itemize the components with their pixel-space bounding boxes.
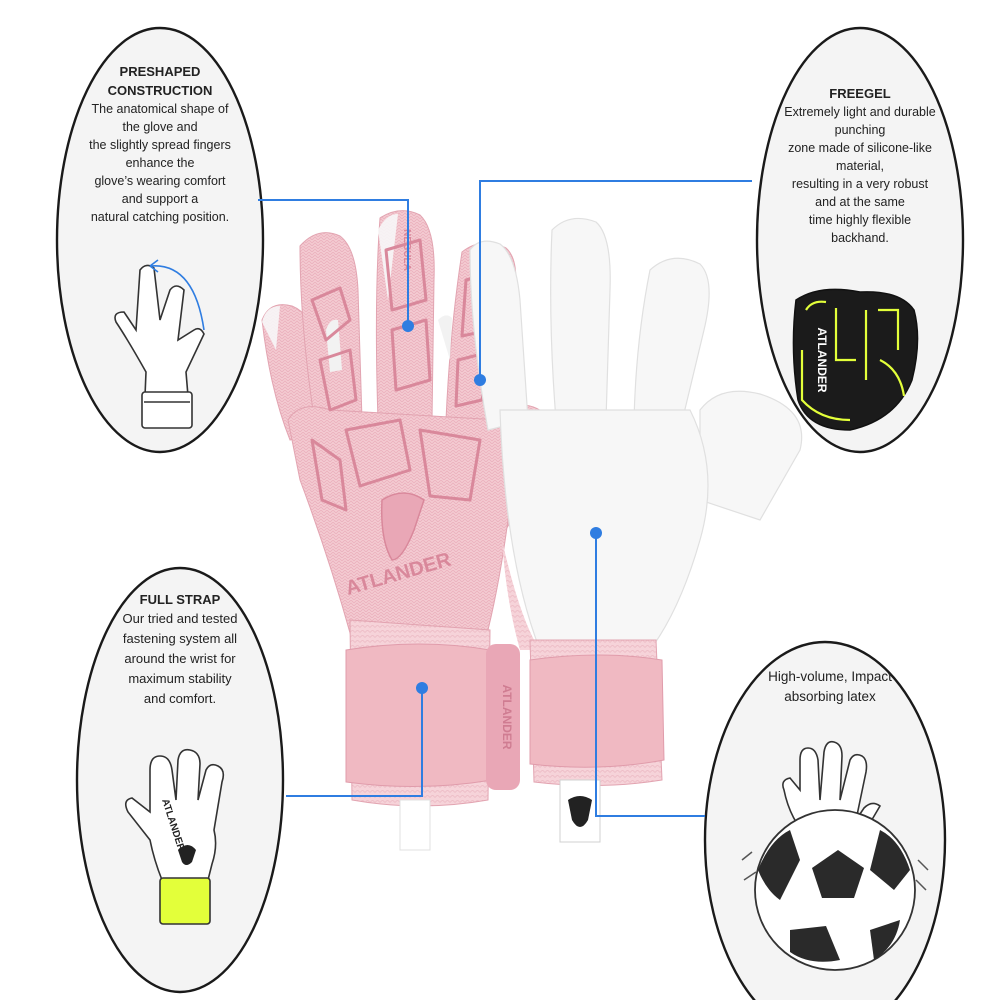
feature-freegel: FREEGEL Extremely light and durable punc…: [770, 84, 950, 247]
callout-dot-freegel: [474, 374, 486, 386]
freegel-body-4: material,: [836, 159, 884, 173]
freegel-body-6: and at the same: [815, 195, 905, 209]
fist-brand-logo: ATLANDER: [815, 327, 829, 392]
hand-outline-icon: [114, 264, 205, 429]
latex-body-1: High-volume, Impact: [768, 669, 892, 684]
back-strap: [345, 643, 493, 788]
preshaped-title-2: CONSTRUCTION: [107, 83, 213, 98]
strap-body-2: fastening system all: [122, 631, 238, 646]
oval-preshaped: [55, 26, 265, 454]
strap-title: FULL STRAP: [139, 592, 221, 607]
feature-preshaped: PRESHAPED CONSTRUCTION The anatomical sh…: [70, 62, 250, 226]
strap-tab-logo: ATLANDER: [500, 684, 514, 749]
strap-body-1: Our tried and tested: [122, 611, 238, 626]
preshaped-body-4: enhance the: [125, 156, 195, 170]
fist-icon: ATLANDER: [792, 288, 919, 431]
football-icon: [754, 809, 916, 971]
freegel-body-2: punching: [834, 123, 886, 137]
preshaped-body-2: the glove and: [122, 120, 198, 134]
preshaped-body-6: and support a: [121, 192, 199, 206]
freegel-body-8: backhand.: [831, 231, 889, 245]
preshaped-body-5: glove’s wearing comfort: [94, 174, 226, 188]
curve-arrow-icon: [149, 265, 205, 331]
model-name: NEBULA: [401, 229, 412, 271]
strap-body-5: and comfort.: [143, 691, 217, 706]
callout-dot-latex: [590, 527, 602, 539]
callout-dot-preshaped: [402, 320, 414, 332]
freegel-body-5: resulting in a very robust: [791, 177, 929, 191]
latex-body-2: absorbing latex: [784, 689, 876, 704]
strap-logo-icon: [178, 845, 196, 865]
feature-strap: FULL STRAP Our tried and tested fastenin…: [90, 590, 270, 709]
preshaped-body-7: natural catching position.: [90, 210, 230, 224]
preshaped-title-1: PRESHAPED: [119, 64, 201, 79]
strap-body-4: maximum stability: [128, 671, 232, 686]
feature-latex: High-volume, Impact absorbing latex: [730, 667, 930, 707]
glove-back: ATLANDER NEBULA ATLANDER: [261, 210, 556, 851]
callout-lines: [258, 180, 752, 817]
preshaped-body-1: The anatomical shape of: [91, 102, 229, 116]
strap-tab: [486, 644, 520, 790]
callout-dot-strap: [416, 682, 428, 694]
preshaped-body-3: the slightly spread fingers: [89, 138, 231, 152]
motion-lines: [741, 851, 929, 891]
strap-glove-icon: [124, 748, 225, 925]
glove-palm: [469, 217, 803, 843]
freegel-body-7: time highly flexible: [808, 213, 912, 227]
freegel-body-1: Extremely light and durable: [784, 105, 936, 119]
freegel-title: FREEGEL: [829, 86, 891, 101]
strap-body-3: around the wrist for: [124, 651, 236, 666]
freegel-body-3: zone made of silicone-like: [788, 141, 932, 155]
